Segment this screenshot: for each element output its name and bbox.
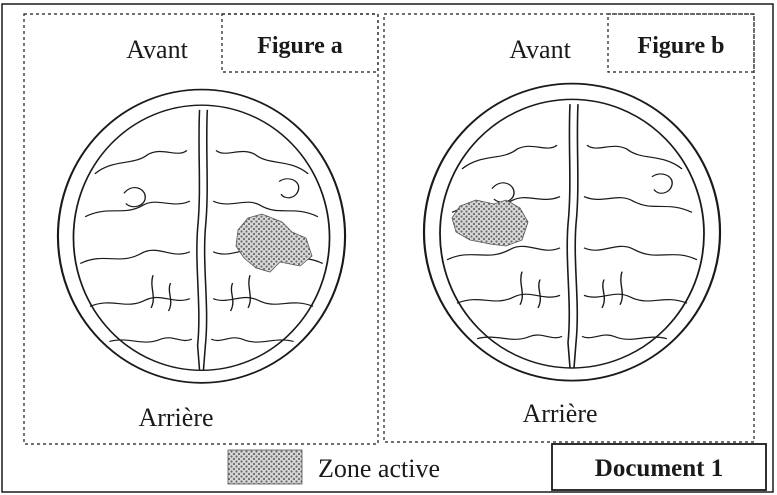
legend: Zone active bbox=[228, 450, 440, 484]
figure-a-panel: Figure a Avant Arrière bbox=[24, 14, 378, 444]
document-frame bbox=[2, 4, 773, 492]
figure-b-active-zone bbox=[452, 200, 528, 246]
figure-b-front-label: Avant bbox=[509, 35, 571, 64]
figure-a-frame bbox=[24, 14, 378, 444]
figure-b-title: Figure b bbox=[638, 33, 725, 59]
figure-b-panel: Figure b Avant Arrière bbox=[384, 14, 754, 442]
figure-a-front-label: Avant bbox=[126, 35, 188, 64]
document-label: Document 1 bbox=[595, 455, 723, 482]
legend-active-zone-swatch bbox=[228, 450, 302, 484]
figure-b-back-label: Arrière bbox=[522, 399, 597, 428]
figure-a-back-label: Arrière bbox=[138, 403, 213, 432]
figure-a-active-zone bbox=[236, 214, 312, 272]
legend-active-zone-label: Zone active bbox=[318, 454, 440, 483]
figure-a-title: Figure a bbox=[257, 33, 343, 59]
